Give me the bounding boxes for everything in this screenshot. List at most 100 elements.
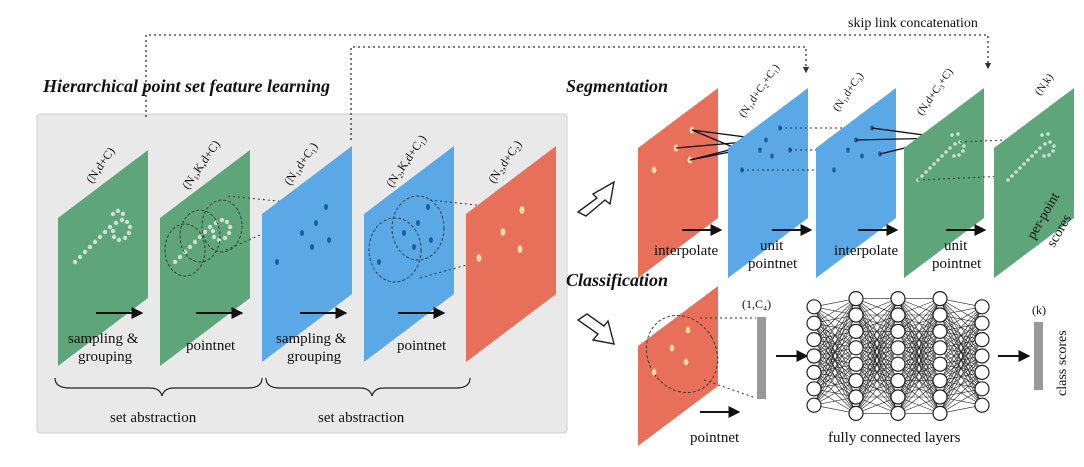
skip-link-label: skip link concatenation — [848, 16, 978, 31]
fc-neuron — [974, 381, 990, 397]
cls-out-label: (k) — [1032, 303, 1046, 317]
seg-unit-1a: unit — [760, 238, 784, 254]
fc-connection — [855, 298, 899, 332]
fc-connection — [939, 388, 983, 414]
seg-unit-2a: unit — [944, 238, 968, 254]
fc-layers-label: fully connected layers — [828, 430, 961, 446]
fc-connection — [813, 298, 857, 373]
fc-neuron — [890, 405, 906, 421]
fc-neuron — [848, 291, 864, 307]
fc-connection — [813, 298, 857, 324]
seg-plane-3-label: (N,d+C₃+C) — [915, 66, 956, 118]
plane-sa2: (N₂,d+C₂) — [466, 138, 556, 362]
fc-neuron — [932, 405, 948, 421]
fc-neuron — [848, 356, 864, 372]
fc-neuron — [806, 364, 822, 380]
fc-neuron — [974, 332, 990, 348]
input-points — [72, 208, 133, 265]
fc-connection — [855, 364, 899, 414]
seg-plane-green-2: (N,k) — [994, 71, 1074, 278]
fc-connection — [939, 306, 983, 332]
fc-connection — [897, 364, 941, 414]
hierarchical-title: Hierarchical point set feature learning — [42, 76, 330, 96]
braces — [54, 377, 471, 397]
fc-neuron — [932, 323, 948, 339]
fc-neuron — [806, 397, 822, 413]
fc-connection — [855, 380, 899, 414]
fc-connection — [855, 298, 899, 365]
fc-neuron — [890, 323, 906, 339]
class-score-bar — [1034, 322, 1043, 390]
fc-connection — [897, 347, 941, 414]
fc-connection — [813, 347, 857, 406]
fc-neuron — [890, 389, 906, 405]
set-abstraction-2-label: set abstraction — [318, 410, 405, 426]
seg-plane-1-label: (N₁,d+C₂+C₁) — [737, 62, 783, 120]
hollow-arrows — [576, 180, 615, 345]
seg-interpolate-1: interpolate — [654, 243, 718, 259]
fc-neuron — [932, 291, 948, 307]
fc-neuron — [890, 291, 906, 307]
fc-neuron — [974, 397, 990, 413]
fc-neuron — [806, 315, 822, 331]
fc-connection — [897, 298, 941, 348]
fc-neuron — [890, 373, 906, 389]
fc-neuron — [806, 299, 822, 315]
fc-neuron — [974, 299, 990, 315]
step-grouping-2: grouping — [287, 349, 342, 365]
step-sampling-1: sampling & — [68, 331, 139, 347]
fc-neuron — [848, 389, 864, 405]
fc-connection — [897, 298, 941, 332]
cls-dotted — [700, 317, 757, 399]
fc-connection — [813, 331, 857, 406]
fc-neuron — [932, 307, 948, 323]
fc-connection — [939, 306, 983, 365]
fc-connection — [939, 306, 983, 381]
fc-connection — [897, 380, 941, 414]
fc-neuron — [890, 356, 906, 372]
fc-neuron — [848, 307, 864, 323]
fc-neuron — [848, 323, 864, 339]
step-pointnet-2: pointnet — [397, 338, 447, 354]
fc-neuron — [890, 307, 906, 323]
set-abstraction-1-label: set abstraction — [110, 410, 197, 426]
class-scores-label: class scores — [1055, 330, 1070, 396]
cls-vec-label: (1,C₄) — [742, 297, 771, 311]
fc-neuron — [932, 373, 948, 389]
fc-connection — [813, 298, 857, 357]
fc-connection — [855, 298, 899, 348]
cls-plane-red — [638, 286, 719, 446]
fc-connection — [939, 372, 983, 414]
skip-links — [145, 34, 992, 140]
fc-connection — [813, 298, 857, 340]
fc-connection — [939, 339, 983, 414]
fc-neuron — [848, 373, 864, 389]
fc-neuron — [932, 356, 948, 372]
fc-connection — [939, 355, 983, 414]
fc-neuron — [974, 348, 990, 364]
step-pointnet-1: pointnet — [186, 338, 236, 354]
fc-neuron — [806, 348, 822, 364]
segmentation-title: Segmentation — [566, 76, 668, 96]
seg-plane-2-label: (N₁,d+C₃) — [831, 70, 867, 114]
fc-neuron — [806, 332, 822, 348]
seg-plane-4-label: (N,k) — [1033, 71, 1057, 97]
seg-unit-2b: pointnet — [932, 256, 982, 272]
fc-connection — [939, 306, 983, 349]
fc-connection — [813, 380, 857, 406]
fc-network — [806, 291, 990, 421]
cls-global-feature — [757, 317, 766, 399]
fc-neuron — [974, 364, 990, 380]
fc-connection — [897, 298, 941, 365]
cls-pointnet-label: pointnet — [690, 430, 740, 446]
step-sampling-2: sampling & — [276, 331, 347, 347]
grouping-circles — [164, 199, 243, 277]
seg-unit-1b: pointnet — [748, 256, 798, 272]
step-grouping-1: grouping — [78, 349, 133, 365]
seg-interpolate-2: interpolate — [834, 243, 898, 259]
fc-neuron — [890, 340, 906, 356]
fc-neuron — [974, 315, 990, 331]
fc-neuron — [806, 381, 822, 397]
